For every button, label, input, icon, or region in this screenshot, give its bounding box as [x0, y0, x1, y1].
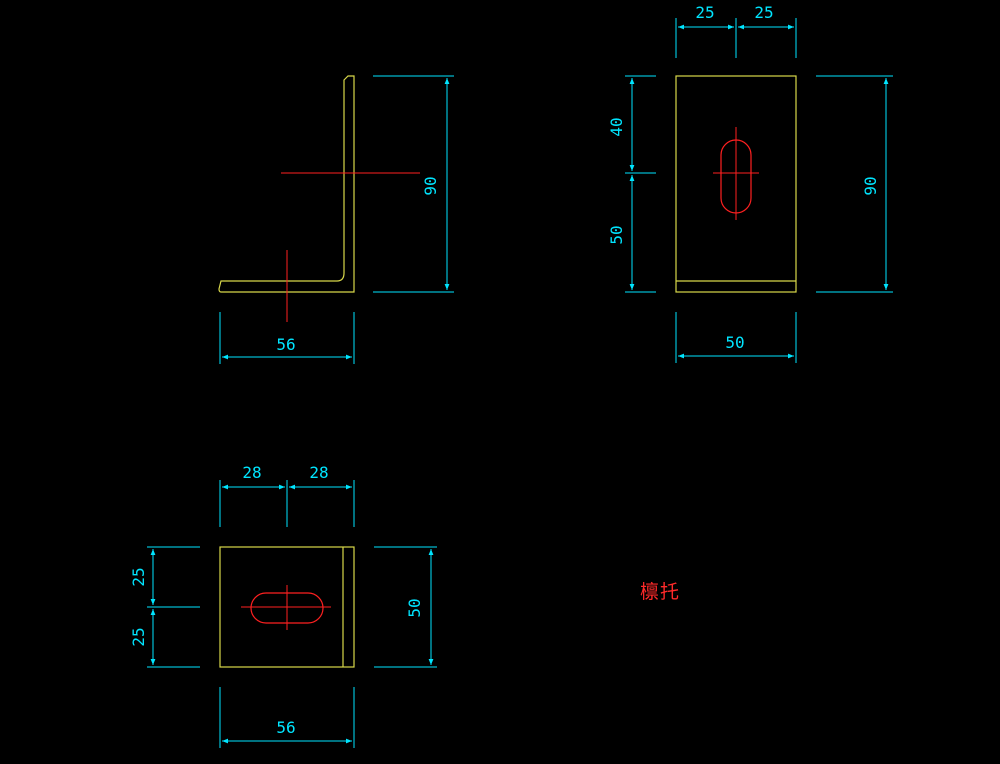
dimension-label: 56 — [276, 718, 295, 737]
dimension-left-25-25 — [147, 546, 200, 668]
dimension-width-56 — [219, 312, 355, 364]
dimension-label: 28 — [309, 463, 328, 482]
plate-outline — [675, 75, 797, 293]
dimension-right-50 — [374, 546, 437, 668]
dimension-height-90 — [373, 75, 454, 293]
dimension-label: 25 — [129, 567, 148, 586]
dimension-label: 90 — [421, 176, 440, 195]
l-angle-profile — [218, 75, 355, 293]
dimension-label: 25 — [754, 3, 773, 22]
dimension-bottom-50 — [675, 312, 797, 363]
front-view: 25 25 40 50 90 50 — [607, 3, 893, 363]
dimension-label: 50 — [405, 598, 424, 617]
dimension-right-90 — [816, 75, 893, 293]
dimension-left-40-50 — [625, 75, 656, 293]
top-view: 28 28 25 25 50 56 — [129, 463, 437, 748]
dimension-label: 25 — [129, 627, 148, 646]
dimension-bottom-56 — [219, 687, 355, 748]
dimension-label: 50 — [725, 333, 744, 352]
dimension-label: 56 — [276, 335, 295, 354]
plate-outline — [219, 546, 355, 668]
drawing-title: 檩托 — [640, 581, 681, 603]
dimension-top-28-28 — [219, 480, 355, 527]
dimension-label: 40 — [607, 117, 626, 136]
side-view: 90 56 — [218, 75, 454, 364]
dimension-label: 90 — [861, 176, 880, 195]
dimension-label: 25 — [695, 3, 714, 22]
dimension-label: 50 — [607, 225, 626, 244]
dimension-top-25-25 — [675, 18, 797, 58]
dimension-label: 28 — [242, 463, 261, 482]
